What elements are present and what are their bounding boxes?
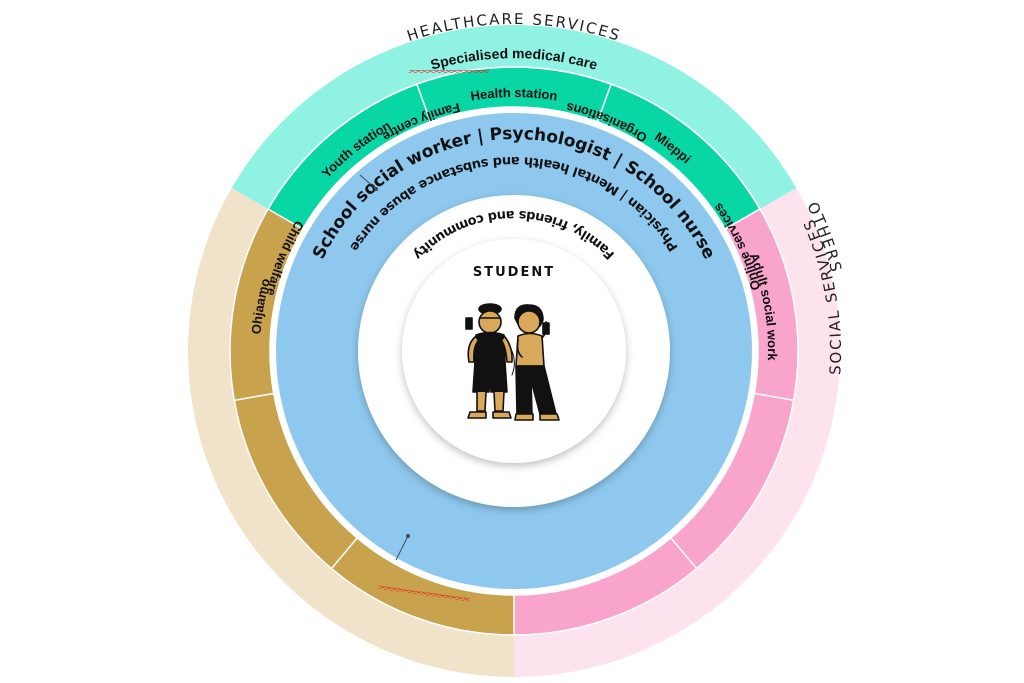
- connector-dot-top: [374, 187, 378, 191]
- healthcare-divider-arc: [267, 66, 761, 210]
- inner-ring: [229, 66, 799, 636]
- student-title: STUDENT: [473, 265, 555, 280]
- spellcheck-underline-organisations: [378, 585, 470, 602]
- health-station-label: Health station: [469, 85, 558, 104]
- spellcheck-underline-specialised: [409, 70, 489, 73]
- center-inner-circle: [402, 239, 626, 463]
- two-students-illustration: [465, 303, 560, 421]
- connector-dot-bottom: [406, 534, 410, 538]
- connector-tick-bottom: [395, 535, 409, 561]
- connector-tick-top: [359, 174, 377, 190]
- healthcare-outer-sector: [231, 25, 797, 229]
